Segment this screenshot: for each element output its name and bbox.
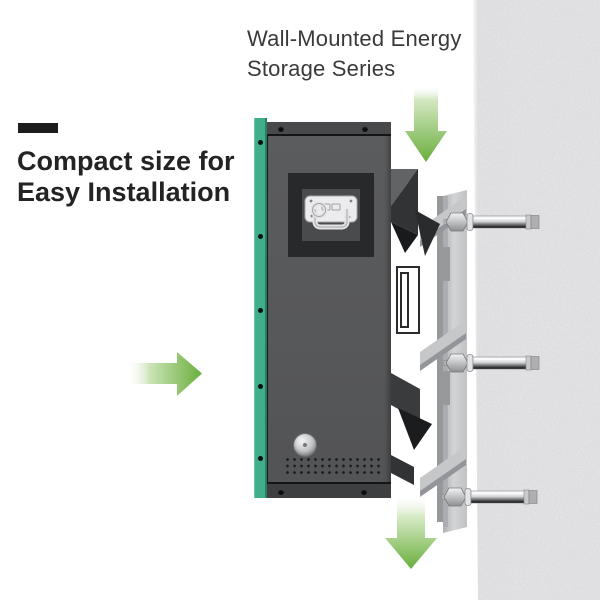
side-bracket-plate-inner	[400, 272, 409, 328]
series-title: Wall-Mounted Energy Storage Series	[247, 24, 462, 84]
install-arrow-right-icon	[128, 352, 202, 396]
screw-icon	[278, 489, 284, 495]
screw-icon	[258, 308, 263, 313]
headline-marker	[18, 123, 58, 133]
screw-icon	[258, 234, 263, 239]
screw-icon	[258, 140, 263, 145]
wall-bracket-rail	[437, 190, 467, 533]
series-title-line2: Storage Series	[247, 56, 396, 81]
screw-icon	[362, 126, 368, 132]
headline: Compact size for Easy Installation	[17, 146, 235, 208]
handle-recess-inner	[302, 189, 360, 241]
screw-icon	[258, 456, 263, 461]
screw-icon	[278, 126, 284, 132]
install-arrow-down-top-icon	[405, 86, 447, 162]
ventilation-holes	[285, 457, 384, 477]
lock-knob	[294, 434, 316, 456]
headline-line1: Compact size for	[17, 146, 235, 176]
screw-icon	[361, 489, 367, 495]
battery-unit	[254, 118, 420, 498]
wall-edge-highlight	[473, 0, 478, 600]
series-title-line1: Wall-Mounted Energy	[247, 26, 462, 51]
battery-bottom-edge	[267, 482, 391, 498]
install-arrow-down-bottom-icon	[385, 495, 437, 569]
battery-top-edge	[267, 122, 391, 136]
handle-recess	[288, 173, 374, 257]
textured-wall	[473, 0, 600, 600]
battery-accent-strip	[254, 118, 267, 498]
side-bracket-plate	[396, 266, 420, 334]
folding-handle-icon	[304, 195, 358, 230]
bracket-hook-plates	[420, 196, 466, 497]
wall-texture	[473, 0, 600, 600]
screw-icon	[258, 384, 263, 389]
headline-line2: Easy Installation	[17, 177, 231, 207]
battery-body	[267, 122, 420, 498]
